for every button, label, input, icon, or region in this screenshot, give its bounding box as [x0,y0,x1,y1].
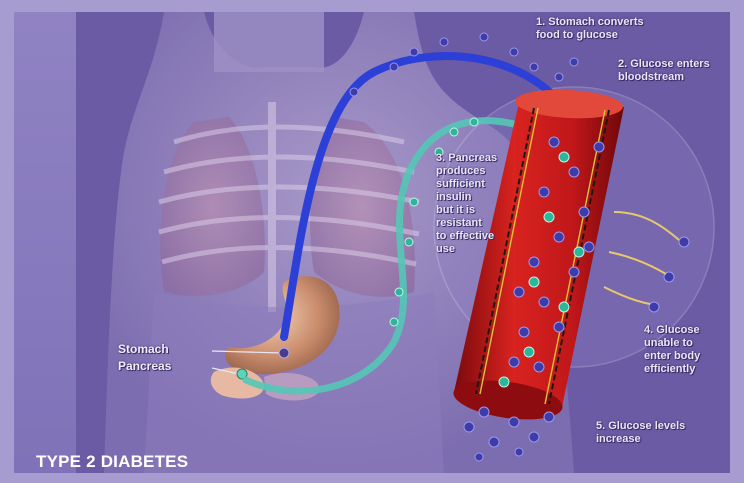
step-2-label: 2. Glucose entersbloodstream [618,58,710,84]
neck [214,12,324,72]
step-4-label: 4. Glucoseunable toenter bodyefficiently [644,324,700,376]
stomach-label: Stomach [118,342,169,356]
step-5-label: 5. Glucose levelsincrease [596,420,685,446]
step-3-label: 3. Pancreasproducessufficientinsulinbut … [436,152,497,256]
illustration-panel: 1. Stomach convertsfood to glucose 2. Gl… [14,12,730,473]
page-title: TYPE 2 DIABETES [36,452,188,472]
pancreas-label: Pancreas [118,359,171,373]
step-1-label: 1. Stomach convertsfood to glucose [536,16,644,42]
